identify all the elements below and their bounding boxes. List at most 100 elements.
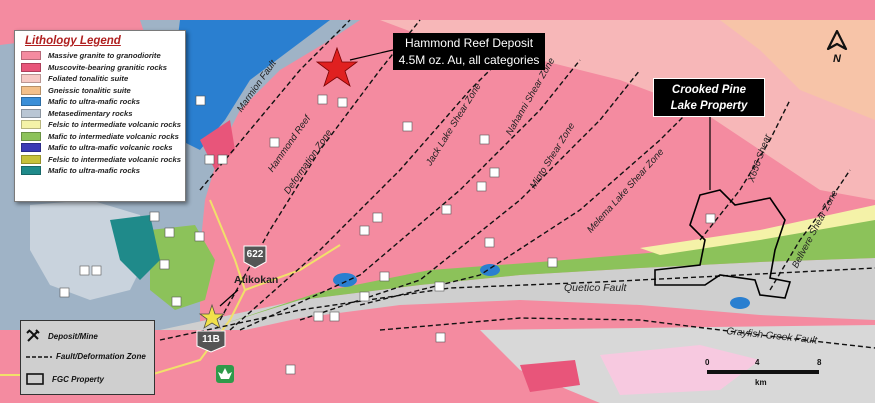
atikokan-star <box>198 303 226 329</box>
deposit-symbol <box>705 213 716 224</box>
label-atikokan: Atikokan <box>234 274 279 286</box>
pick-hammer-icon <box>26 329 40 342</box>
minto-zone <box>299 69 641 321</box>
scale-tick-8: 8 <box>817 358 822 367</box>
legend-item-label: Muscovite-bearing granitic rocks <box>48 62 168 72</box>
deposit-symbol <box>547 257 558 268</box>
quetico-belt <box>160 258 875 340</box>
legend-swatch <box>21 74 41 84</box>
deposit-symbol <box>476 181 487 192</box>
crooked-callout-line2: Lake Property <box>670 100 748 112</box>
legend-item: Massive granite to granodiorite <box>21 50 179 62</box>
legend-item-label: Mafic to intermediate volcanic rocks <box>48 131 179 141</box>
key-property-label: FGC Property <box>52 374 105 384</box>
scale-unit: km <box>755 378 767 387</box>
nahanni-zone <box>239 59 581 331</box>
deposit-symbol <box>329 311 340 322</box>
deposit-symbol <box>434 281 445 292</box>
scale-bar: 0 4 8 km <box>705 358 835 388</box>
legend-item: Mafic to ultra-mafic rocks <box>21 96 179 108</box>
southern-muscovite <box>520 360 580 392</box>
mafic-pod-east <box>730 297 750 309</box>
deposit-symbol <box>194 231 205 242</box>
north-label: N <box>833 53 841 65</box>
southern-pink <box>600 345 760 395</box>
deposit-symbol <box>484 237 495 248</box>
road-622 <box>244 244 341 291</box>
hwy622-label: 622 <box>246 249 264 260</box>
key-property: FGC Property <box>26 373 104 385</box>
legend-item: Felsic to intermediate volcanic rocks <box>21 154 181 166</box>
key-fault: Fault/Deformation Zone <box>26 352 146 361</box>
legend-swatch <box>21 166 41 176</box>
legend-item-label: Felsic to intermediate volcanic rocks <box>48 120 181 130</box>
legend-swatch <box>21 97 41 107</box>
crooked-callout-line1: Crooked Pine <box>671 84 747 96</box>
legend-swatch <box>21 62 41 72</box>
scale-tick-4: 4 <box>755 358 760 367</box>
legend-item-label: Foliated tonalitic suite <box>48 74 129 84</box>
jack-lake-zone <box>229 39 521 331</box>
legend-item-label: Felsic to intermediate volcanic rocks <box>48 154 181 164</box>
legend-item: Metasedimentary rocks <box>21 108 179 120</box>
legend-item-label: Gneissic tonalitic suite <box>48 85 131 95</box>
deposit-symbol <box>269 137 280 148</box>
lithology-legend: Lithology Legend Massive granite to gran… <box>14 30 186 202</box>
deposit-symbol <box>217 154 228 165</box>
deposit-symbol <box>313 311 324 322</box>
quetico-fault <box>159 267 875 341</box>
legend-item-label: Mafic to ultra-mafic rocks <box>48 97 140 107</box>
property-box-icon <box>26 373 44 385</box>
legend-swatch <box>21 85 41 95</box>
legend-swatch <box>21 108 41 118</box>
maple-leaf-icon <box>218 368 232 379</box>
hammond-callout-line2: 4.5M oz. Au, all categories <box>398 53 540 67</box>
legend-item: Felsic to intermediate volcanic rocks <box>21 119 181 131</box>
deposit-symbol <box>359 291 370 302</box>
legend-item-label: Mafic to ultra-mafic rocks <box>48 166 140 176</box>
crayfish-fault <box>379 317 875 349</box>
hammond-callout-line1: Hammond Reef Deposit <box>404 36 534 50</box>
deposit-symbol <box>489 167 500 178</box>
atikokan-pointer <box>219 289 239 307</box>
hammond-leader-line <box>349 49 394 61</box>
deposit-symbol <box>171 296 182 307</box>
deposit-symbol <box>285 364 296 375</box>
legend-item-label: Mafic to ultra-mafic volcanic rocks <box>48 143 173 153</box>
deposit-symbol <box>479 134 490 145</box>
symbol-key: Deposit/Mine Fault/Deformation Zone FGC … <box>20 320 155 395</box>
deposit-symbol <box>204 154 215 165</box>
felsic-belt <box>640 205 875 255</box>
legend-item-label: Metasedimentary rocks <box>48 108 133 118</box>
north-arrow: N <box>826 29 848 65</box>
deposit-symbol <box>159 259 170 270</box>
hwy11b-shield <box>196 330 226 353</box>
deposit-symbol <box>337 97 348 108</box>
legend-swatch <box>21 51 41 61</box>
dashed-line-icon <box>26 355 52 358</box>
mafic-teal <box>110 215 160 280</box>
deposit-symbol <box>402 121 413 132</box>
deposit-symbol <box>435 332 446 343</box>
legend-swatch <box>21 120 41 130</box>
deposit-symbol <box>164 227 175 238</box>
crooked-pine-property-outline <box>654 189 792 299</box>
volcanic-belt <box>220 215 875 325</box>
deposit-symbol <box>441 204 452 215</box>
hwy622-shield <box>243 245 267 269</box>
x656-shear <box>699 99 791 241</box>
deposit-symbols <box>59 94 716 375</box>
deposit-symbol <box>379 271 390 282</box>
tonalite-area <box>380 20 875 200</box>
deposit-symbol <box>79 265 90 276</box>
hammond-reef-callout: Hammond Reef Deposit 4.5M oz. Au, all ca… <box>393 33 545 70</box>
legend-item-label: Massive granite to granodiorite <box>48 51 161 61</box>
deposit-symbol <box>91 265 102 276</box>
north-arrow-icon <box>826 29 848 51</box>
key-deposit-label: Deposit/Mine <box>48 331 98 341</box>
deposit-symbol <box>149 211 160 222</box>
hammond-reef-star <box>315 46 359 88</box>
label-quetico: Quetico Fault <box>564 282 627 294</box>
